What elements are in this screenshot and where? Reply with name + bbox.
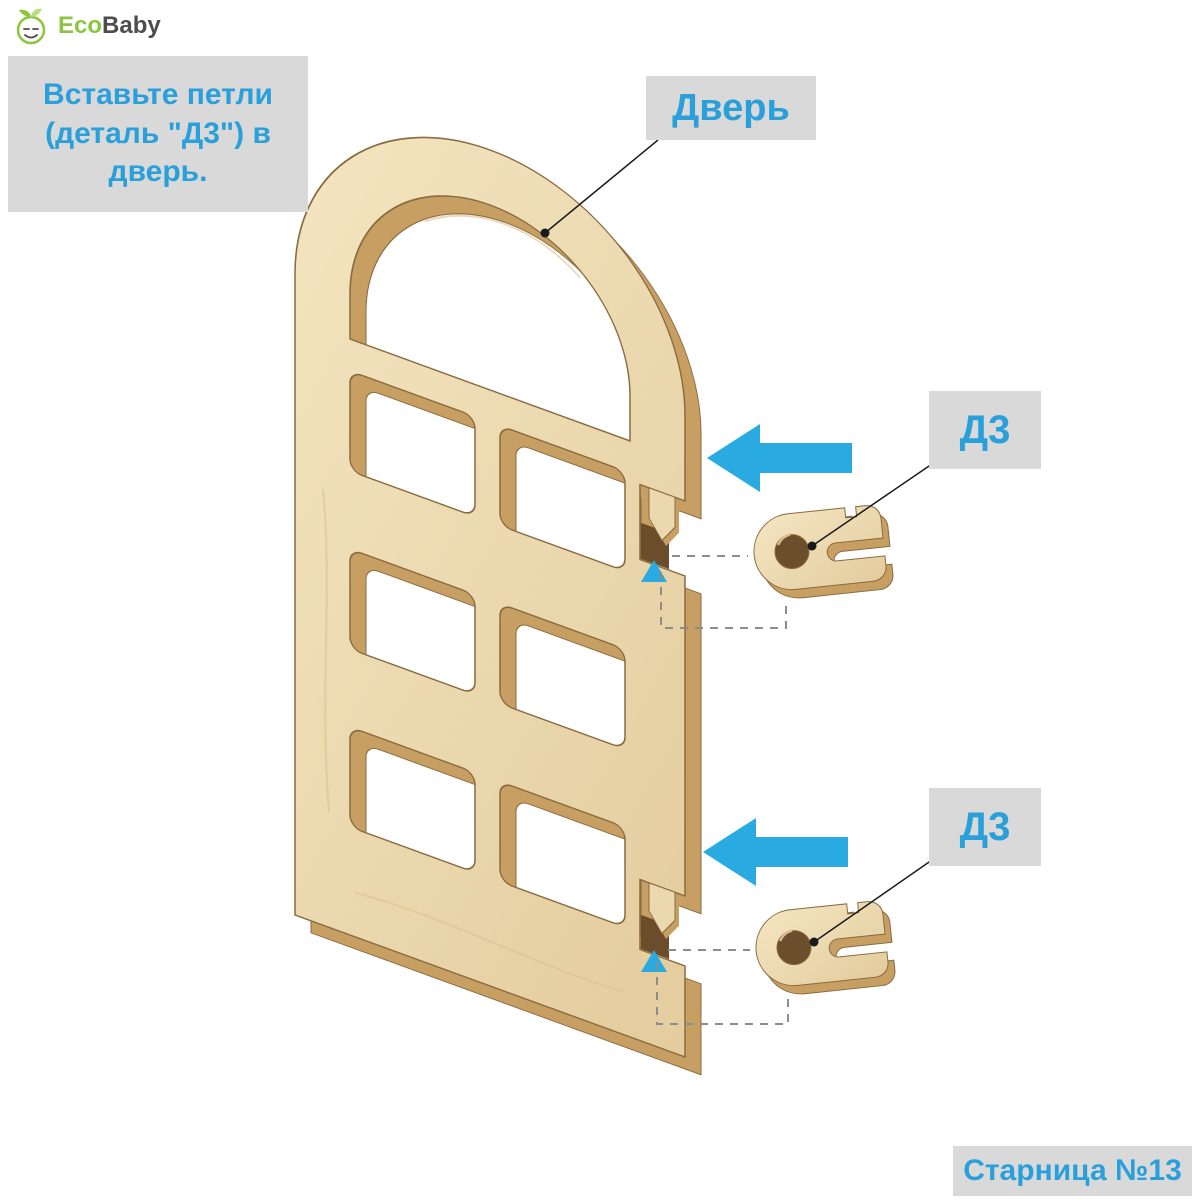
instruction-line: дверь. — [108, 155, 208, 189]
door-hinge-slot-top — [641, 487, 679, 570]
logo-text-baby: Baby — [102, 12, 161, 39]
logo-text-eco: Eco — [58, 12, 103, 39]
instruction-line: (деталь "Д3") в — [45, 116, 271, 150]
door-leader-line — [540, 139, 659, 238]
ecobaby-mascot-icon — [16, 8, 46, 45]
hinge-top-leader-line — [807, 463, 933, 551]
hinge-top-label: Д3 — [929, 391, 1041, 469]
insert-arrow-bottom-icon — [703, 818, 848, 886]
insert-arrow-top-icon — [707, 424, 852, 492]
insertion-guide-bottom — [656, 949, 789, 1025]
page-number-badge: Старница №13 — [953, 1146, 1192, 1196]
door-illustration — [294, 136, 702, 1076]
instruction-box: Вставьте петли (деталь "Д3") в дверь. — [8, 56, 308, 212]
logo: EcoBaby — [10, 4, 161, 48]
insert-indicator-bottom-icon — [641, 950, 667, 972]
hinge-bottom-leader-line — [809, 859, 933, 947]
door-label: Дверь — [646, 76, 816, 140]
hinge-bottom-label: Д3 — [929, 788, 1041, 866]
hinge-part-bottom — [750, 898, 898, 1000]
insertion-guide-top — [660, 555, 787, 629]
instruction-line: Вставьте петли — [43, 78, 273, 112]
door-hinge-slot-bottom — [641, 882, 679, 960]
hinge-part-top — [748, 502, 896, 604]
